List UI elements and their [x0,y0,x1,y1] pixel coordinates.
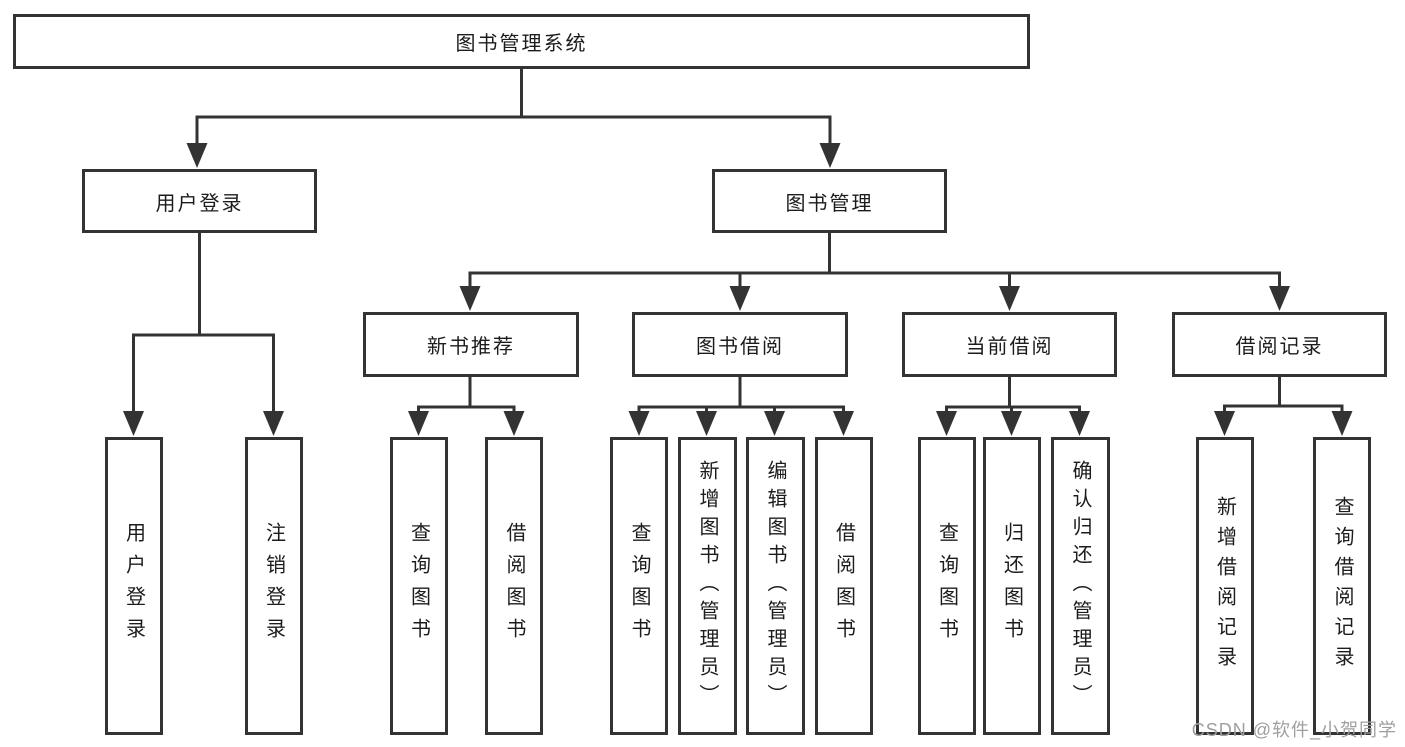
leaf-nbr-query-book: 查询图书 [389,437,448,735]
node-book-management: 图书管理 [712,169,947,233]
node-user-login: 用户登录 [82,169,317,233]
node-new-book-recommend: 新书推荐 [363,312,579,377]
leaf-bb-query-book: 查询图书 [610,437,668,735]
leaf-br-add-record: 新增借阅记录 [1195,437,1254,735]
node-book-borrow: 图书借阅 [632,312,848,377]
leaf-bb-borrow-book: 借阅图书 [814,437,873,735]
node-borrow-record: 借阅记录 [1172,312,1387,377]
leaf-bb-edit-book-admin: 编辑图书（管理员） [745,437,805,735]
leaf-cb-query-book: 查询图书 [917,437,976,735]
csdn-watermark: CSDN @软件_小贺同学 [1191,720,1397,740]
node-root-library-system: 图书管理系统 [13,14,1030,69]
leaf-cb-confirm-return-admin: 确认归还（管理员） [1050,437,1110,735]
leaf-br-query-record: 查询借阅记录 [1313,437,1371,735]
leaf-nbr-borrow-book: 借阅图书 [485,437,543,735]
leaf-bb-add-book-admin: 新增图书（管理员） [677,437,737,735]
leaf-user-login: 用户登录 [104,437,163,735]
leaf-logout-login: 注销登录 [244,437,303,735]
leaf-cb-return-book: 归还图书 [982,437,1041,735]
node-current-borrow: 当前借阅 [902,312,1117,377]
